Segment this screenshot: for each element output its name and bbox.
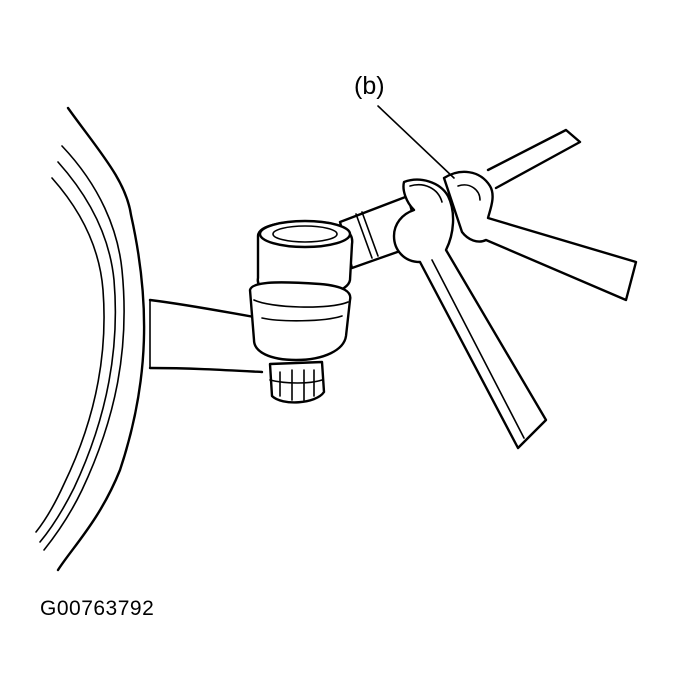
callout-leader-line	[377, 105, 455, 179]
wrench-left	[392, 178, 548, 450]
tire-outline	[35, 106, 146, 572]
wrench-right	[442, 170, 638, 302]
figure-id: G00763792	[40, 597, 155, 620]
knuckle-arm	[148, 298, 264, 374]
tie-rod-end	[248, 219, 354, 404]
callout-label: (b)	[354, 72, 385, 100]
